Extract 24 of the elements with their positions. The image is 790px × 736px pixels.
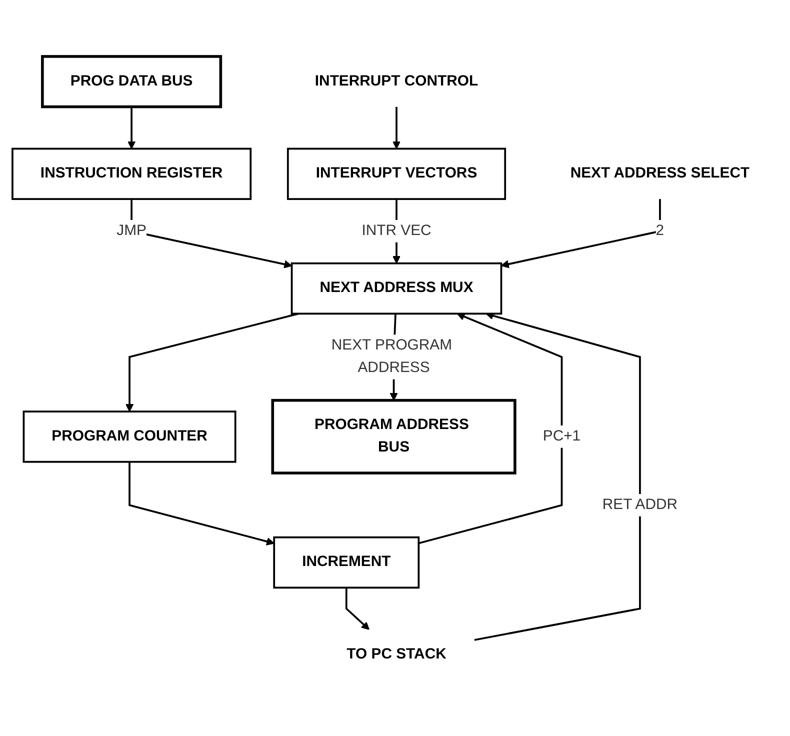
arrow bbox=[345, 587, 370, 630]
arrow bbox=[418, 312, 563, 544]
edge-label: PC+1 bbox=[542, 428, 581, 444]
arrow bbox=[474, 312, 641, 641]
edge-label: NEXT PROGRAM ADDRESS bbox=[331, 337, 452, 376]
node-box: NEXT ADDRESS MUX bbox=[290, 262, 502, 314]
node-text: INTERRUPT CONTROL bbox=[314, 73, 478, 89]
node-box: INTERRUPT VECTORS bbox=[286, 148, 506, 200]
arrow bbox=[500, 198, 661, 268]
node-box: INCREMENT bbox=[273, 536, 420, 588]
node-box: INSTRUCTION REGISTER bbox=[12, 148, 252, 200]
node-text: TO PC STACK bbox=[346, 646, 446, 662]
arrow bbox=[392, 106, 401, 149]
edge-label: INTR VEC bbox=[362, 222, 432, 238]
edge-label: JMP bbox=[116, 222, 146, 238]
edge-label: 2 bbox=[656, 222, 664, 238]
edge-label: RET ADDR bbox=[602, 496, 678, 512]
node-text: NEXT ADDRESS SELECT bbox=[570, 165, 750, 182]
node-box: PROGRAM ADDRESS BUS bbox=[271, 398, 516, 474]
arrow bbox=[125, 312, 299, 412]
node-box: PROGRAM COUNTER bbox=[22, 410, 236, 463]
arrow bbox=[128, 462, 274, 546]
node-box: PROG DATA BUS bbox=[41, 54, 222, 108]
arrow bbox=[127, 106, 136, 149]
